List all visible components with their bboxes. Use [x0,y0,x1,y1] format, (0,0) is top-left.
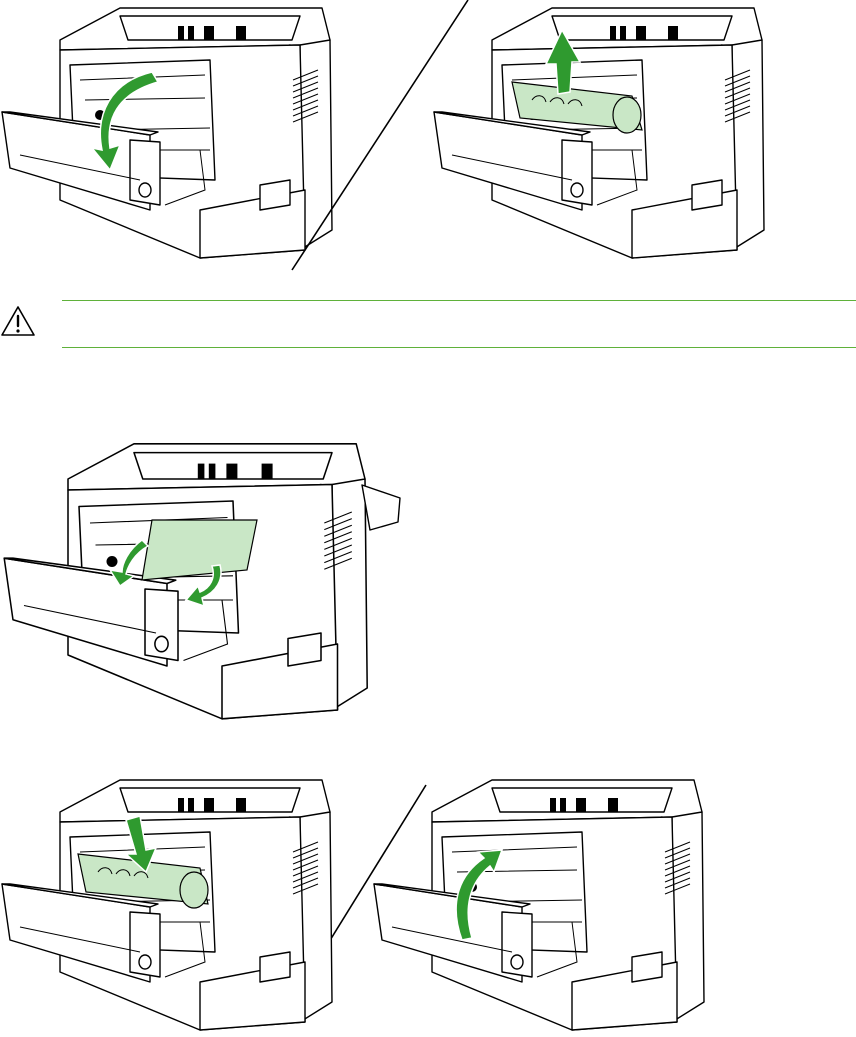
printer-door-opening-figure [0,0,340,262]
caution-bottom-rule [62,347,856,348]
jammed-paper-sheet [142,520,257,580]
caution-top-rule [62,300,856,301]
printer-cartridge-removal-figure [432,0,772,262]
printer-paper-jam-removal-figure [2,430,402,720]
printer-cartridge-insert-figure [0,772,340,1034]
caution-triangle-icon [0,305,36,337]
printer-door-closing-figure [372,772,712,1034]
